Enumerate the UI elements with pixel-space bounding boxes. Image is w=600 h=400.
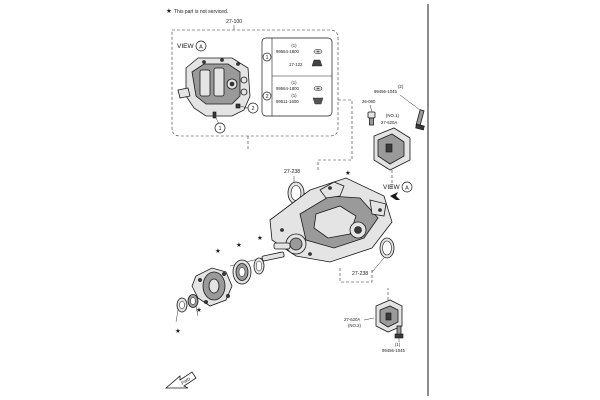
inset-callout-1-icon [214, 122, 226, 134]
star-icon-housing: ★ [345, 169, 351, 177]
view-ref-circle-icon [401, 181, 413, 193]
star-icon-5: ★ [175, 327, 181, 335]
legend-row2-item2-qty: (1) [291, 93, 297, 98]
part-27-238-bottom-label: 27-238 [352, 271, 368, 277]
fwd-arrow-icon: FWD [164, 371, 197, 389]
star-icon-2: ★ [236, 241, 242, 249]
legend-row2-num: 2 [265, 94, 268, 100]
breather-plug-part [367, 111, 376, 126]
legend-row1-item1-code: 99564-1800 [276, 49, 300, 54]
part-27-620a-top-label: 27-620A [381, 120, 397, 125]
part-99456-top-qty: (2) [398, 84, 404, 89]
legend-nut-icon [311, 59, 323, 67]
flange-nut-part [187, 294, 199, 308]
legend-row1-circle-icon [262, 52, 272, 62]
part-99456-bot-qty: (1) [395, 342, 401, 347]
view-inset-frame [171, 29, 339, 137]
inset-housing-drawing [177, 57, 251, 119]
legend-row2-circle-icon [262, 91, 272, 101]
inset-view-circle-icon [195, 40, 207, 52]
legend-row2-item1-code: 99564-1800 [276, 86, 300, 91]
star-icon-4: ★ [196, 306, 202, 314]
flange-washer-part [176, 297, 188, 313]
oil-seal-right-part [379, 237, 395, 259]
companion-flange-part [191, 267, 233, 307]
differential-housing-part [269, 177, 393, 263]
fwd-label: FWD [180, 376, 191, 385]
part-27-620a-bot-label: 27-620A [344, 317, 360, 322]
bolt-top-part [415, 109, 425, 131]
inset-view-letter: A [199, 44, 203, 50]
part-27-620a-bot-note: (NO.2) [348, 323, 361, 328]
legend-bolt-icon [312, 97, 324, 105]
assembly-label: 27-100 [226, 19, 242, 25]
legend-row2-item1-qty: (1) [291, 80, 297, 85]
part-27-238-top-label: 27-238 [284, 169, 300, 175]
note-star-icon: ★ [166, 7, 172, 15]
mount-bottom-part [375, 299, 403, 333]
part-27-620a-top-note: (NO.1) [386, 113, 399, 118]
inset-view-label: VIEW [177, 43, 194, 50]
legend-row1-item2-code: 17-122 [289, 62, 303, 67]
view-ref-label: VIEW [383, 184, 400, 191]
view-arrow-icon [390, 192, 400, 200]
part-99456-top-label: 99456-1045 [374, 89, 398, 94]
part-26-060-label: 26-060 [362, 99, 376, 104]
view-ref-letter: A [405, 185, 409, 191]
inset-callout-1: 1 [218, 126, 221, 132]
note-text: This part is not serviced. [174, 9, 228, 15]
part-99456-bot-label: 99456-1045 [382, 348, 406, 353]
legend-row2-item2-code: 99511-1600 [276, 99, 299, 104]
legend-box [261, 37, 333, 117]
star-icon-3: ★ [257, 234, 263, 242]
inset-callout-2: 2 [251, 106, 254, 112]
spacer-ring-part [253, 257, 265, 275]
legend-row1-num: 1 [265, 55, 268, 61]
star-icon-1: ★ [215, 247, 221, 255]
legend-row1-item1-qty: (1) [291, 43, 297, 48]
inset-callout-2-icon [247, 102, 259, 114]
mount-top-part [373, 127, 411, 171]
pinion-bearing-part [232, 259, 252, 285]
